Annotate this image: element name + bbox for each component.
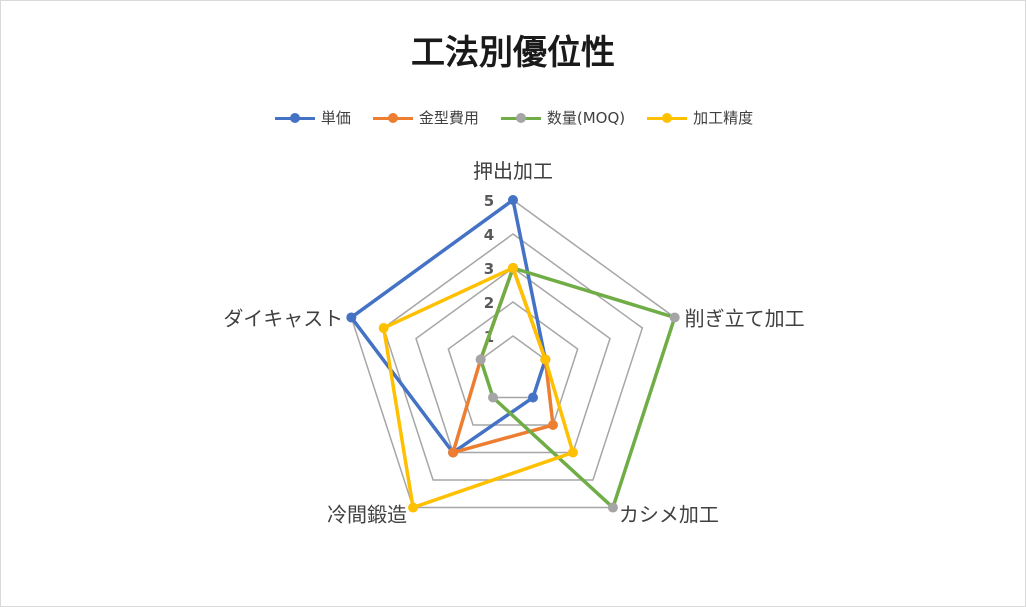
series-2-point-4 bbox=[475, 354, 486, 365]
chart-title: 工法別優位性 bbox=[411, 33, 615, 73]
grid-ring-3 bbox=[415, 267, 611, 454]
series-2-point-2 bbox=[607, 502, 618, 513]
tick-label-2: 2 bbox=[484, 294, 494, 312]
series-0-point-2 bbox=[527, 392, 538, 403]
legend-swatch-kanagata bbox=[372, 112, 413, 124]
legend-item-suryo[interactable]: 数量(MOQ) bbox=[500, 107, 626, 128]
axis-label-3: 冷間鍛造 bbox=[327, 503, 407, 527]
legend: 単価 金型費用 数量(MOQ) 加工精度 bbox=[1, 107, 1025, 128]
grid-ring-4 bbox=[382, 233, 644, 481]
legend-swatch-tanka bbox=[274, 112, 315, 124]
tick-label-5: 5 bbox=[484, 192, 494, 210]
legend-swatch-seido bbox=[647, 112, 688, 124]
series-line-3 bbox=[381, 266, 575, 510]
series-1-point-2 bbox=[547, 420, 558, 431]
legend-swatch-suryo bbox=[500, 112, 541, 124]
series-2-point-3 bbox=[488, 392, 499, 403]
legend-item-tanka[interactable]: 単価 bbox=[274, 107, 351, 128]
legend-item-kanagata[interactable]: 金型費用 bbox=[372, 107, 479, 128]
axis-label-0: 押出加工 bbox=[473, 159, 553, 183]
grid-ring-2 bbox=[447, 301, 579, 426]
series-0-point-4 bbox=[346, 312, 357, 323]
legend-label-kanagata: 金型費用 bbox=[418, 109, 479, 127]
series-2-point-1 bbox=[669, 312, 680, 323]
series-line-2 bbox=[478, 266, 677, 510]
series-1-point-3 bbox=[448, 447, 459, 458]
series-3-point-4 bbox=[378, 322, 389, 333]
legend-label-suryo: 数量(MOQ) bbox=[546, 109, 626, 127]
legend-label-tanka: 単価 bbox=[320, 109, 351, 127]
series-0-point-0 bbox=[508, 195, 518, 205]
legend-item-seido[interactable]: 加工精度 bbox=[647, 107, 753, 128]
series-3-point-3 bbox=[408, 502, 419, 513]
tick-label-4: 4 bbox=[484, 226, 494, 244]
series-line-0 bbox=[349, 198, 548, 455]
tick-label-3: 3 bbox=[484, 260, 494, 278]
legend-label-seido: 加工精度 bbox=[693, 109, 754, 127]
axis-label-4: ダイキャスト bbox=[223, 306, 343, 330]
series-3-point-2 bbox=[567, 447, 578, 458]
axis-label-2: カシメ加工 bbox=[619, 503, 719, 527]
axis-label-1: 削ぎ立て加工 bbox=[685, 306, 805, 330]
series-3-point-1 bbox=[540, 354, 551, 365]
grid-ring-1 bbox=[479, 335, 547, 399]
series-3-point-0 bbox=[508, 263, 518, 273]
